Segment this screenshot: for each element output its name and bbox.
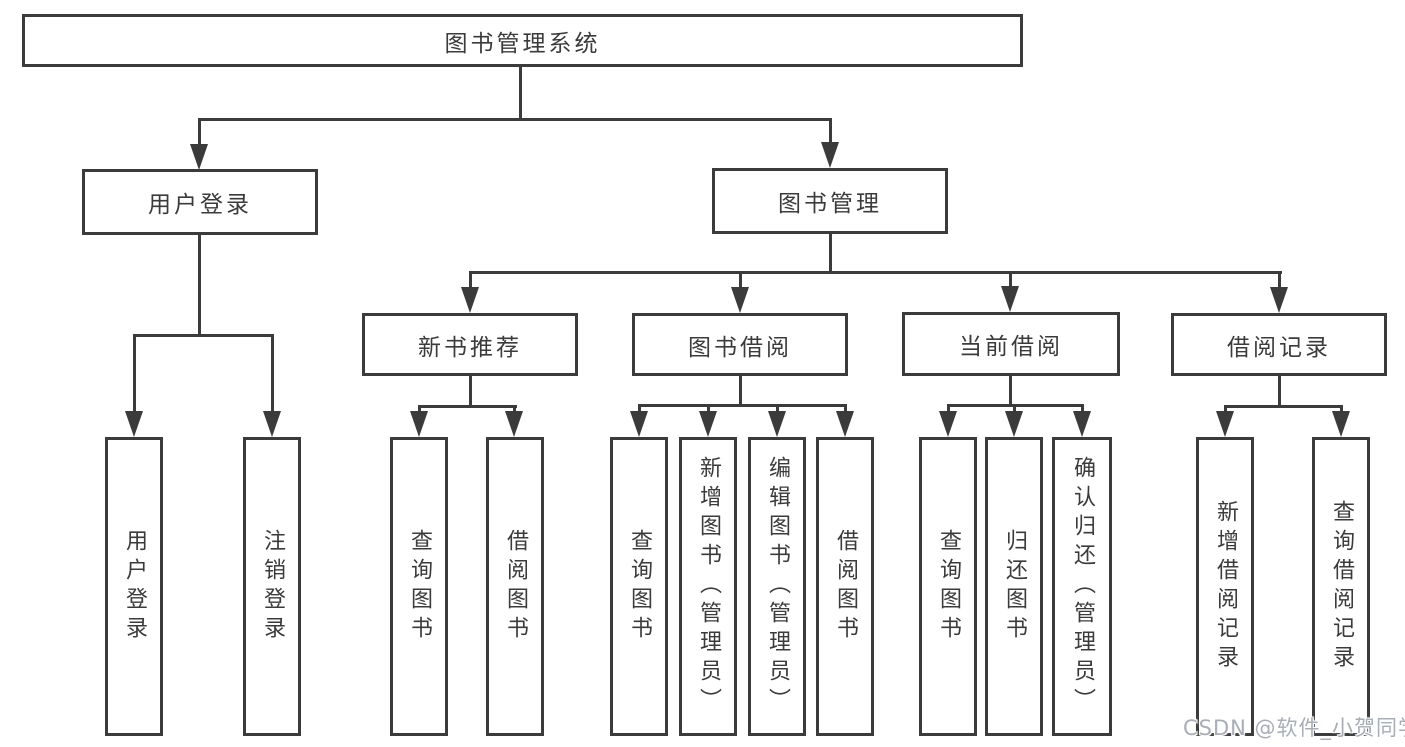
- leaf-borrowing-edit-books-admin: 编辑图书（管理员）: [748, 437, 806, 736]
- connector-line: [133, 334, 274, 337]
- node-label: 注销登录: [260, 528, 285, 645]
- arrow-down-icon: [1001, 286, 1019, 312]
- node-label: 图书借阅: [688, 334, 792, 361]
- arrow-down-icon: [1332, 411, 1350, 437]
- node-current-borrowing: 当前借阅: [902, 312, 1120, 376]
- node-user-login: 用户登录: [82, 169, 318, 235]
- connector-line: [469, 271, 1282, 274]
- leaf-borrowing-borrow-books: 借阅图书: [816, 437, 874, 736]
- connector-line: [638, 404, 847, 407]
- connector-line: [519, 66, 522, 119]
- connector-line: [133, 334, 136, 424]
- node-label: 查询图书: [627, 528, 652, 645]
- arrow-down-icon: [1270, 287, 1288, 313]
- node-new-book-recommend: 新书推荐: [362, 313, 578, 376]
- node-label: 借阅图书: [833, 528, 858, 645]
- arrow-down-icon: [461, 287, 479, 313]
- leaf-records-query-record: 查询借阅记录: [1312, 437, 1370, 736]
- connector-line: [1009, 271, 1012, 296]
- arrow-down-icon: [731, 287, 749, 313]
- node-label: 查询图书: [407, 528, 432, 645]
- connector-line: [198, 235, 201, 336]
- leaf-current-return-books: 归还图书: [985, 437, 1043, 736]
- arrow-down-icon: [1005, 411, 1023, 437]
- connector-line: [829, 118, 832, 157]
- leaf-borrowing-query-books: 查询图书: [610, 437, 668, 736]
- leaf-records-add-record: 新增借阅记录: [1196, 437, 1254, 736]
- arrow-down-icon: [410, 411, 428, 437]
- node-label: 用户登录: [148, 192, 252, 218]
- arrow-down-icon: [821, 142, 839, 168]
- leaf-recommend-query-books: 查询图书: [390, 437, 448, 736]
- arrow-down-icon: [263, 411, 281, 437]
- node-label: 查询图书: [936, 528, 961, 645]
- node-borrowing-records: 借阅记录: [1171, 313, 1387, 376]
- arrow-down-icon: [699, 411, 717, 437]
- leaf-user-login: 用户登录: [105, 437, 163, 736]
- connector-line: [469, 271, 472, 296]
- leaf-current-query-books: 查询图书: [919, 437, 977, 736]
- node-book-management: 图书管理: [712, 168, 948, 234]
- arrow-down-icon: [768, 411, 786, 437]
- connector-line: [198, 118, 832, 121]
- node-label: 借阅记录: [1227, 334, 1331, 361]
- leaf-current-confirm-return-admin: 确认归还（管理员）: [1052, 437, 1112, 736]
- arrow-down-icon: [190, 144, 208, 170]
- node-label: 确认归还（管理员）: [1070, 456, 1095, 717]
- arrow-down-icon: [836, 411, 854, 437]
- node-label: 归还图书: [1002, 528, 1027, 645]
- node-label: 借阅图书: [503, 528, 528, 645]
- leaf-borrowing-add-books-admin: 新增图书（管理员）: [679, 437, 737, 736]
- connector-line: [1224, 405, 1343, 408]
- csdn-watermark: CSDN @软件_小贺同学: [1183, 716, 1405, 740]
- arrow-down-icon: [630, 411, 648, 437]
- connector-line: [829, 234, 832, 274]
- node-label: 图书管理: [778, 191, 882, 217]
- arrow-down-icon: [125, 411, 143, 437]
- connector-line: [469, 376, 472, 407]
- connector-line: [198, 118, 201, 158]
- arrow-down-icon: [939, 411, 957, 437]
- node-label: 新增借阅记录: [1213, 499, 1238, 674]
- node-library-system: 图书管理系统: [22, 14, 1023, 67]
- connector-line: [1009, 375, 1012, 406]
- connector-line: [271, 334, 274, 424]
- arrow-down-icon: [1216, 411, 1234, 437]
- connector-line: [418, 405, 517, 408]
- node-label: 编辑图书（管理员）: [765, 456, 790, 717]
- connector-line: [739, 376, 742, 406]
- node-label: 查询借阅记录: [1329, 499, 1354, 674]
- node-label: 新书推荐: [418, 334, 522, 361]
- connector-line: [1278, 376, 1281, 407]
- node-book-borrowing: 图书借阅: [632, 313, 848, 376]
- node-label: 新增图书（管理员）: [696, 456, 721, 717]
- node-label: 用户登录: [122, 528, 147, 645]
- leaf-logout: 注销登录: [243, 437, 301, 736]
- connector-line: [739, 271, 742, 296]
- node-label: 当前借阅: [959, 334, 1063, 360]
- node-label: 图书管理系统: [444, 30, 601, 57]
- leaf-recommend-borrow-books: 借阅图书: [486, 437, 544, 736]
- connector-line: [1278, 271, 1281, 296]
- arrow-down-icon: [1073, 411, 1091, 437]
- arrow-down-icon: [505, 411, 523, 437]
